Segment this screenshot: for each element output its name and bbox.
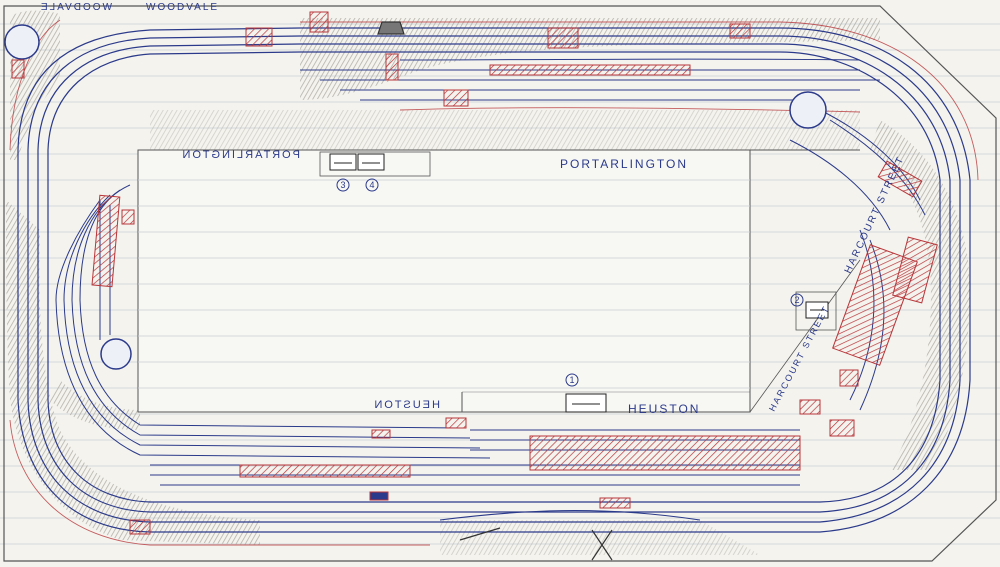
bridges xyxy=(377,21,613,561)
station-label-portarlington-mirrored: PORTARLINGTON xyxy=(180,149,300,161)
control-panel-1[interactable]: 1 xyxy=(565,373,607,413)
station-label-heuston-mirrored: HEUSTON xyxy=(372,399,440,411)
control-panel-3-4[interactable]: 3 4 xyxy=(319,151,431,192)
turntables xyxy=(4,24,827,370)
turntable-portarlington xyxy=(789,91,827,129)
station-label-woodvale: WOODVALE xyxy=(146,2,219,13)
station-label-heuston: HEUSTON xyxy=(628,402,700,416)
station-label-portarlington: PORTARLINGTON xyxy=(560,157,688,171)
platform-portarlington xyxy=(489,64,691,76)
turntable-woodvale xyxy=(4,24,40,60)
panel-number-4: 4 xyxy=(369,180,374,190)
control-panel-2[interactable]: 2 xyxy=(790,291,837,331)
main-running-tracks xyxy=(17,27,971,533)
platform-heuston-main xyxy=(529,435,801,471)
platform-harcourt xyxy=(832,244,918,366)
platform-heuston-west xyxy=(239,464,411,478)
panel-number-1: 1 xyxy=(569,375,574,385)
baseboard-outline xyxy=(3,5,997,562)
outer-edge-tracks xyxy=(9,19,979,546)
panel-number-3: 3 xyxy=(340,180,345,190)
station-label-woodvale-mirrored: WOODVALE xyxy=(39,2,112,13)
turntable-west xyxy=(100,338,132,370)
panel-number-2: 2 xyxy=(794,295,799,305)
buildings xyxy=(11,11,938,535)
station-label-harcourt-street-lower: HARCOURT STREET xyxy=(767,303,832,412)
platforms xyxy=(91,64,918,478)
operating-well xyxy=(137,149,861,413)
platform-woodvale xyxy=(91,194,121,288)
